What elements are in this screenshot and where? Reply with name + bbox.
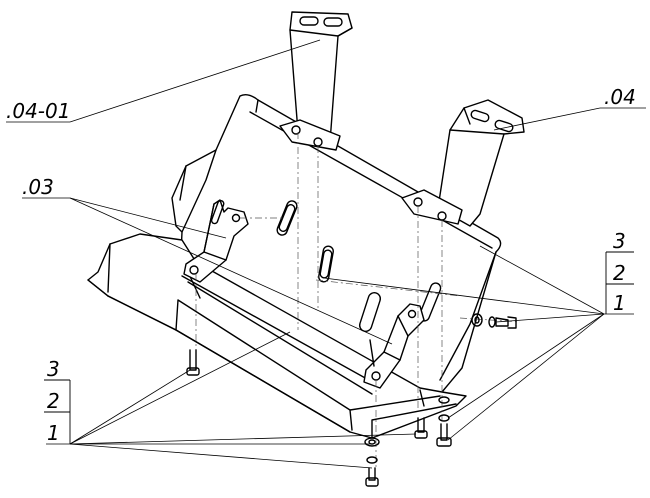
callout-bracket-04: .04 <box>604 85 636 109</box>
bracket-04 <box>401 99 525 227</box>
stack-left-item-1: 1 <box>47 421 60 445</box>
stack-right-item-3: 3 <box>613 229 626 253</box>
fasteners <box>186 313 517 487</box>
fastener-stack-right: 3 2 1 <box>605 229 634 315</box>
stack-right-item-1: 1 <box>613 291 626 315</box>
stack-left-item-2: 2 <box>47 389 60 413</box>
callout-bracket-04-01: .04-01 <box>6 99 70 123</box>
skid-plate <box>87 93 502 439</box>
stack-left-item-3: 3 <box>47 357 60 381</box>
fastener-stack-left: 3 2 1 <box>44 357 71 445</box>
bracket-04-01 <box>279 11 353 151</box>
bracket-03-lower <box>363 303 425 389</box>
stack-right-item-2: 2 <box>613 261 626 285</box>
callout-brackets-03: .03 <box>22 175 54 199</box>
leader-lines <box>6 39 646 469</box>
bracket-03-upper <box>183 199 249 283</box>
